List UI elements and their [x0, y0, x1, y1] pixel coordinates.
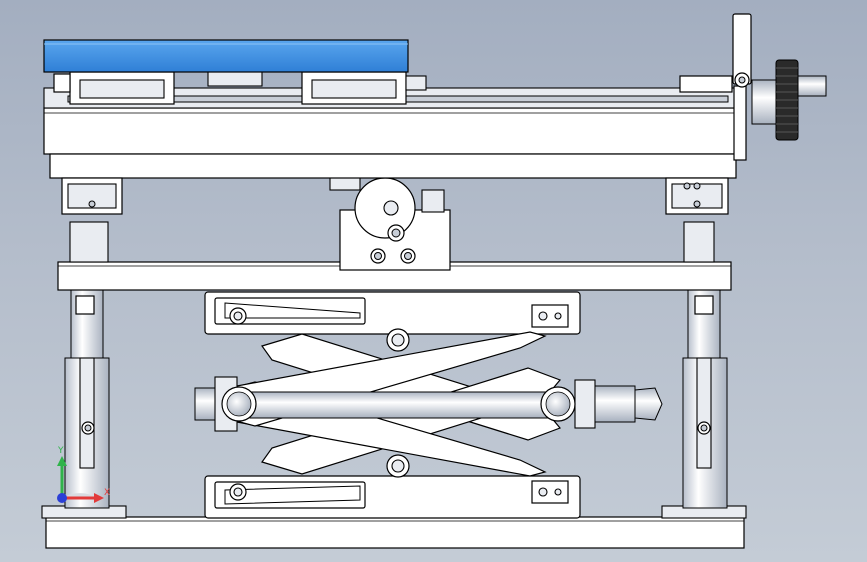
handwheel-assembly [679, 13, 827, 141]
right-bracket [665, 177, 729, 215]
lock-knob-assembly [314, 121, 451, 271]
scissor-lift [194, 291, 663, 519]
slide-block-left [53, 71, 175, 105]
slide-block-right [301, 71, 427, 105]
top-plate [43, 39, 409, 73]
base-plate [45, 516, 745, 549]
right-column-post [661, 289, 747, 519]
coordinate-triad: Y X [57, 446, 110, 503]
x-axis-label: X [104, 488, 110, 498]
upper-carriage [43, 85, 747, 179]
y-axis-label: Y [57, 446, 64, 456]
left-bracket [61, 177, 123, 215]
z-axis-dot [57, 493, 67, 503]
left-column-post [41, 289, 127, 519]
